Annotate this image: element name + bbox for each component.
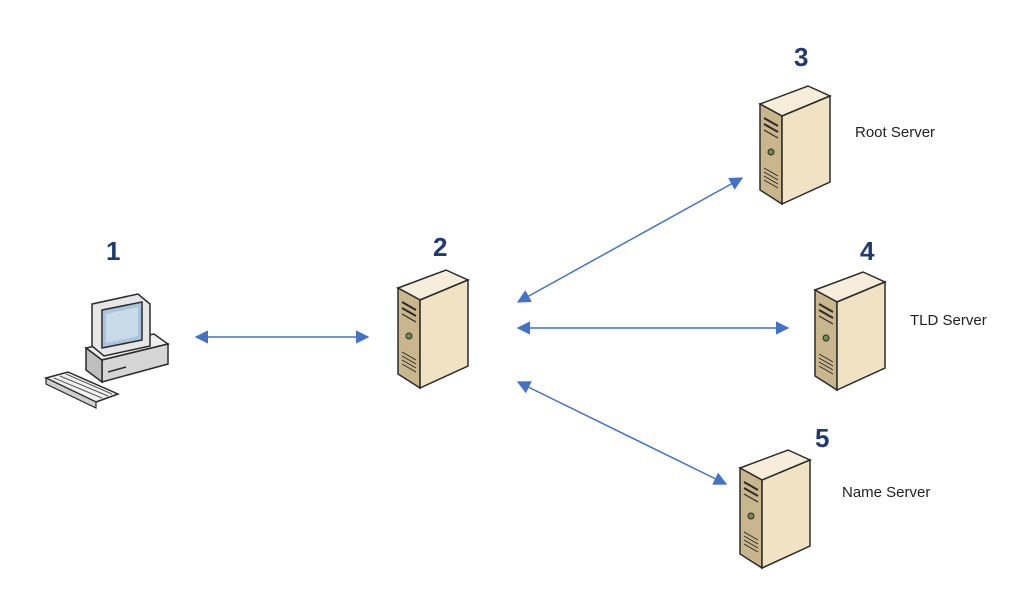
step-number-resolver: 2 xyxy=(433,232,448,262)
desktop-computer-icon xyxy=(45,293,169,409)
tld-server-icon xyxy=(814,271,886,391)
root-server-label: Root Server xyxy=(855,124,936,141)
arrow-resolver-root xyxy=(516,177,744,303)
name-server-icon xyxy=(739,449,811,569)
step-number-tld: 4 xyxy=(860,236,875,266)
step-number-client: 1 xyxy=(106,236,121,266)
tld-server-label: TLD Server xyxy=(910,312,987,329)
tower-server-icon xyxy=(397,269,469,389)
step-number-root: 3 xyxy=(794,42,809,72)
step-number-name: 5 xyxy=(815,423,830,453)
name-server-label: Name Server xyxy=(842,484,931,501)
arrow-resolver-name xyxy=(516,381,728,485)
root-server-icon xyxy=(759,85,831,205)
